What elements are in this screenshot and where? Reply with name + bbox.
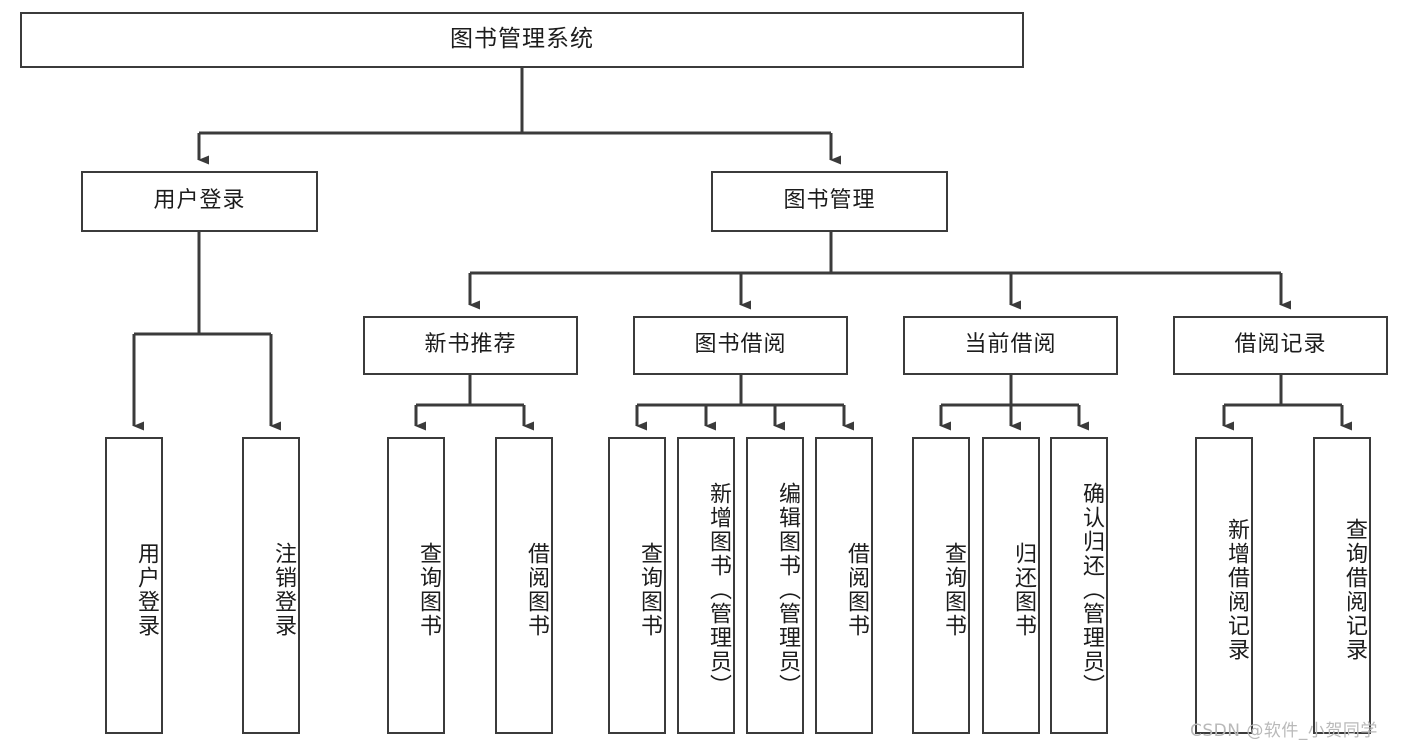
node-leaf-borrow-book-1-label: 借阅图书 bbox=[524, 541, 549, 638]
node-leaf-add-book[interactable]: 新增图书（管理员） bbox=[677, 437, 735, 734]
node-book-manage-label: 图书管理 bbox=[783, 188, 876, 214]
node-leaf-add-record-label: 新增借阅记录 bbox=[1224, 517, 1249, 662]
node-leaf-query-record[interactable]: 查询借阅记录 bbox=[1313, 437, 1371, 734]
node-leaf-query-book-2[interactable]: 查询图书 bbox=[608, 437, 666, 734]
node-leaf-user-logout[interactable]: 注销登录 bbox=[242, 437, 300, 734]
node-leaf-query-book-2-label: 查询图书 bbox=[637, 541, 662, 638]
node-current-borrow-label: 当前借阅 bbox=[964, 332, 1057, 358]
node-leaf-user-logout-label: 注销登录 bbox=[271, 541, 296, 638]
node-user-login[interactable]: 用户登录 bbox=[81, 171, 318, 232]
node-leaf-query-book-1[interactable]: 查询图书 bbox=[387, 437, 445, 734]
node-borrow-record-label: 借阅记录 bbox=[1234, 332, 1327, 358]
node-leaf-borrow-book-2[interactable]: 借阅图书 bbox=[815, 437, 873, 734]
node-leaf-query-book-1-label: 查询图书 bbox=[416, 541, 441, 638]
node-user-login-label: 用户登录 bbox=[153, 188, 246, 214]
node-root-label: 图书管理系统 bbox=[450, 26, 594, 53]
node-borrow-record[interactable]: 借阅记录 bbox=[1173, 316, 1388, 375]
node-leaf-user-login-label: 用户登录 bbox=[134, 541, 159, 638]
csdn-watermark: CSDN @软件_小贺同学 bbox=[1190, 721, 1378, 741]
node-new-book-recommend-label: 新书推荐 bbox=[424, 332, 517, 358]
node-leaf-user-login[interactable]: 用户登录 bbox=[105, 437, 163, 734]
node-leaf-borrow-book-1[interactable]: 借阅图书 bbox=[495, 437, 553, 734]
node-leaf-confirm-return[interactable]: 确认归还（管理员） bbox=[1050, 437, 1108, 734]
node-leaf-return-book[interactable]: 归还图书 bbox=[982, 437, 1040, 734]
node-book-borrow-label: 图书借阅 bbox=[694, 332, 787, 358]
node-leaf-edit-book-label: 编辑图书（管理员） bbox=[775, 481, 800, 698]
node-leaf-return-book-label: 归还图书 bbox=[1011, 541, 1036, 638]
node-root[interactable]: 图书管理系统 bbox=[20, 12, 1024, 68]
node-leaf-add-record[interactable]: 新增借阅记录 bbox=[1195, 437, 1253, 734]
node-leaf-confirm-return-label: 确认归还（管理员） bbox=[1079, 481, 1104, 698]
node-leaf-query-book-3-label: 查询图书 bbox=[941, 541, 966, 638]
node-leaf-edit-book[interactable]: 编辑图书（管理员） bbox=[746, 437, 804, 734]
node-leaf-add-book-label: 新增图书（管理员） bbox=[706, 481, 731, 698]
node-leaf-borrow-book-2-label: 借阅图书 bbox=[844, 541, 869, 638]
node-book-borrow[interactable]: 图书借阅 bbox=[633, 316, 848, 375]
node-leaf-query-book-3[interactable]: 查询图书 bbox=[912, 437, 970, 734]
node-book-manage[interactable]: 图书管理 bbox=[711, 171, 948, 232]
node-new-book-recommend[interactable]: 新书推荐 bbox=[363, 316, 578, 375]
node-current-borrow[interactable]: 当前借阅 bbox=[903, 316, 1118, 375]
node-leaf-query-record-label: 查询借阅记录 bbox=[1342, 517, 1367, 662]
